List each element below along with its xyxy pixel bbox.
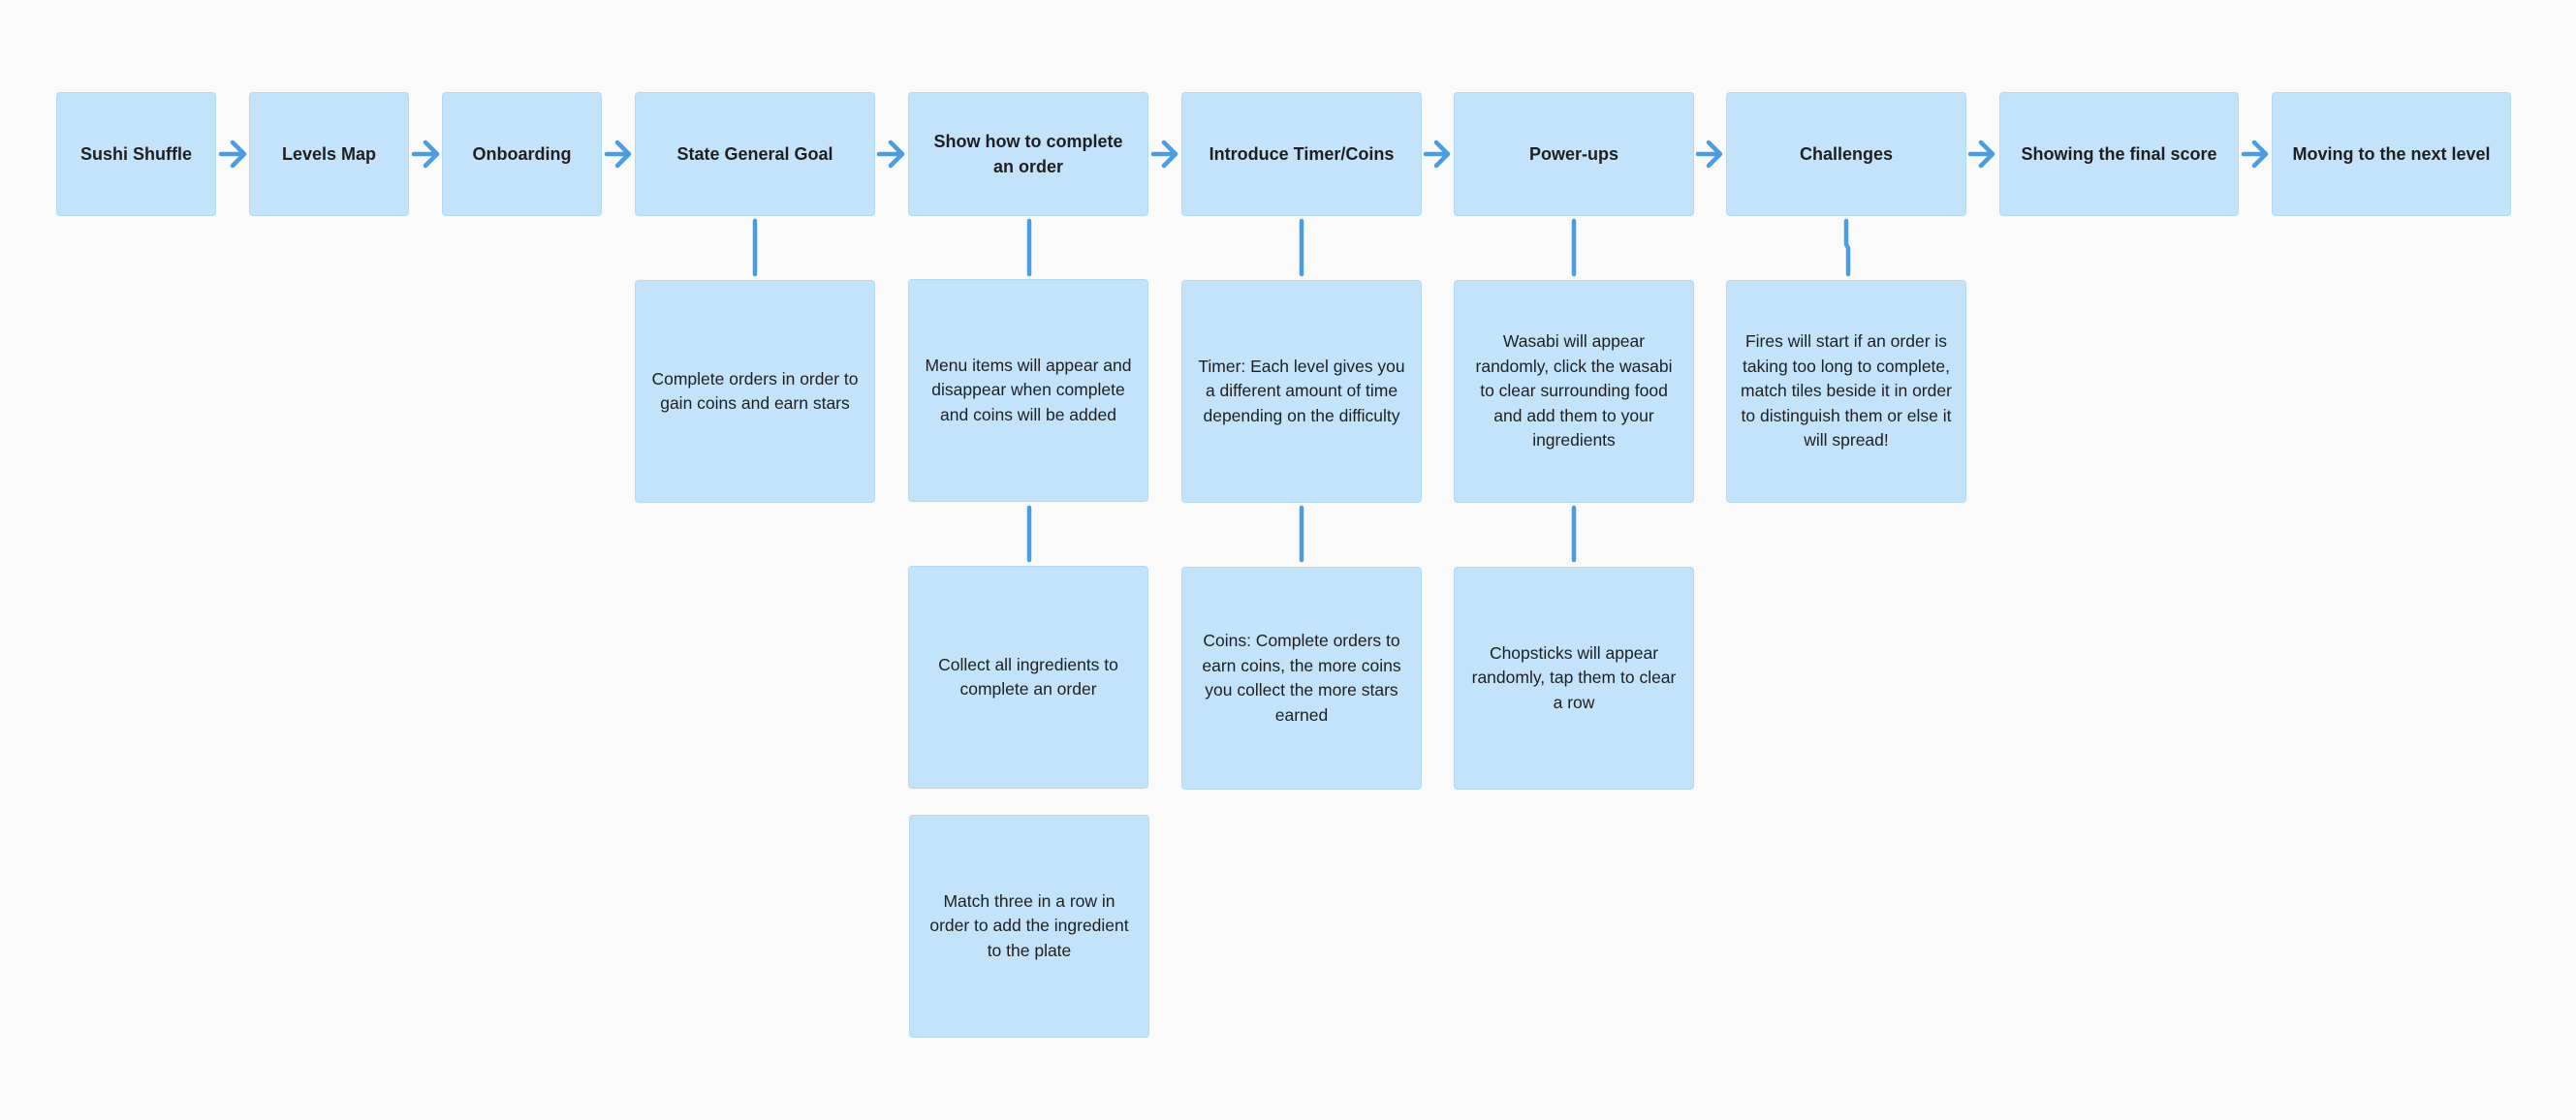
arrow-timer-to-powerups [1423,140,1451,169]
node-introduce-timer-coins[interactable]: Introduce Timer/Coins [1181,92,1422,216]
node-label: Challenges [1799,144,1894,164]
node-next-level[interactable]: Moving to the next level [2272,92,2511,216]
node-sushi-shuffle[interactable]: Sushi Shuffle [56,92,216,216]
node-label: Show how to complete an order [933,132,1123,176]
node-label: Levels Map [281,144,377,164]
detail-match-three[interactable]: Match three in a row in order to add the… [909,815,1149,1038]
detail-text: Chopsticks will appear randomly, tap the… [1471,642,1677,712]
node-challenges[interactable]: Challenges [1726,92,1966,216]
detail-text: Wasabi will appear randomly, click the w… [1475,331,1673,451]
node-levels-map[interactable]: Levels Map [249,92,409,216]
arrow-goal-to-show [876,140,905,169]
detail-text: Coins: Complete orders to earn coins, th… [1202,631,1401,725]
detail-text: Complete orders in order to gain coins a… [651,368,859,414]
detail-state-general-goal[interactable]: Complete orders in order to gain coins a… [635,280,875,503]
detail-text: Collect all ingredients to complete an o… [938,654,1118,700]
arrow-onboarding-to-goal [604,140,632,169]
arrow-sushi-to-levels [218,140,247,169]
node-label: Introduce Timer/Coins [1209,144,1395,164]
detail-text: Match three in a row in order to add the… [929,890,1129,960]
detail-coins[interactable]: Coins: Complete orders to earn coins, th… [1181,567,1422,790]
detail-collect-ingredients[interactable]: Collect all ingredients to complete an o… [908,566,1148,789]
node-label: State General Goal [676,144,833,164]
arrow-score-to-next [2241,140,2269,169]
detail-text: Menu items will appear and disappear whe… [925,355,1132,424]
detail-wasabi[interactable]: Wasabi will appear randomly, click the w… [1454,280,1694,503]
node-final-score[interactable]: Showing the final score [1999,92,2239,216]
node-onboarding[interactable]: Onboarding [442,92,602,216]
detail-text: Fires will start if an order is taking t… [1741,331,1952,451]
detail-timer[interactable]: Timer: Each level gives you a different … [1181,280,1422,503]
node-power-ups[interactable]: Power-ups [1454,92,1694,216]
node-label: Power-ups [1528,144,1618,164]
detail-fires[interactable]: Fires will start if an order is taking t… [1726,280,1966,503]
arrow-powerups-to-challenges [1695,140,1723,169]
detail-chopsticks[interactable]: Chopsticks will appear randomly, tap the… [1454,567,1694,790]
arrow-levels-to-onboarding [411,140,440,169]
node-state-general-goal[interactable]: State General Goal [635,92,875,216]
node-label: Showing the final score [2021,144,2217,164]
node-label: Onboarding [472,144,572,164]
arrow-show-to-timer [1150,140,1178,169]
connector-challenges-detail [1843,218,1851,277]
node-label: Moving to the next level [2292,144,2491,164]
detail-text: Timer: Each level gives you a different … [1198,356,1405,425]
node-show-how-to-complete[interactable]: Show how to complete an order [908,92,1148,216]
arrow-challenges-to-score [1967,140,1995,169]
detail-show-how-menu-items[interactable]: Menu items will appear and disappear whe… [908,279,1148,502]
node-label: Sushi Shuffle [79,144,192,164]
